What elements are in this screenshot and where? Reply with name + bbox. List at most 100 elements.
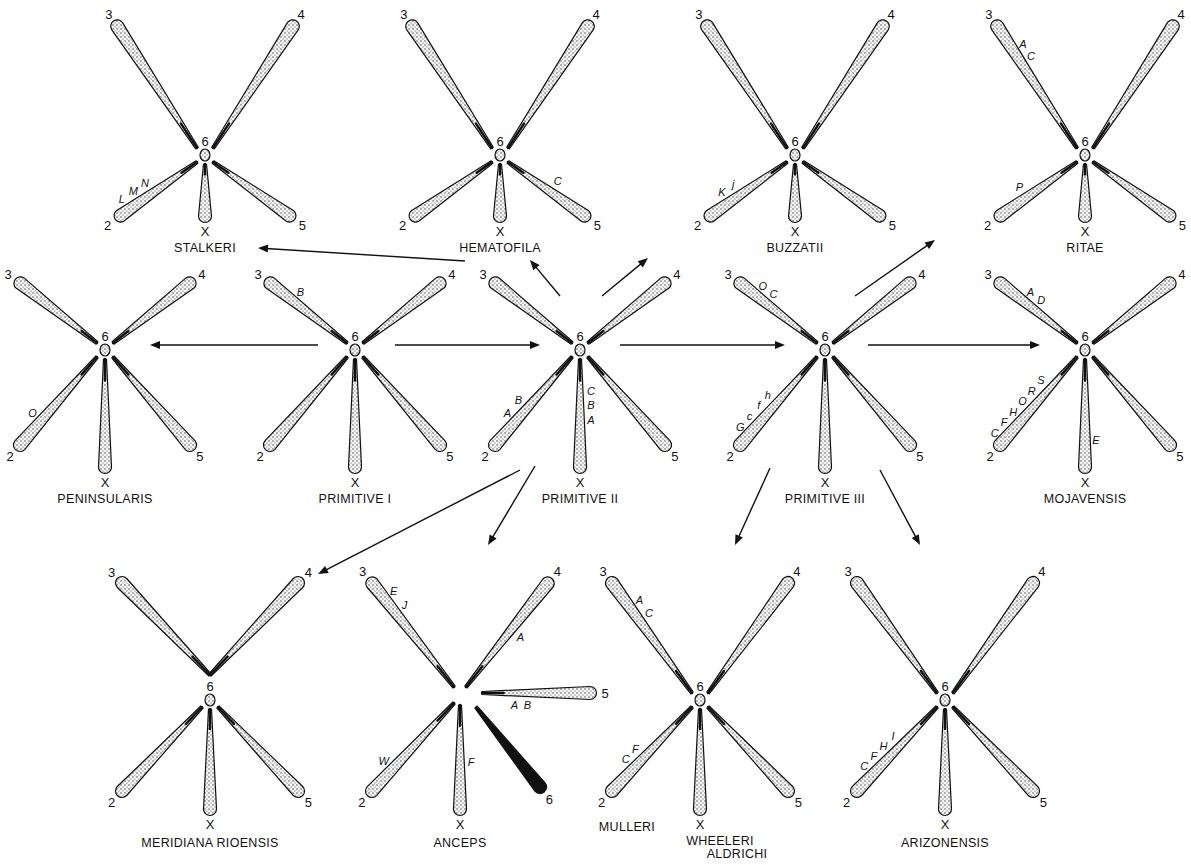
chromosome-arm xyxy=(802,161,886,222)
chromosome-number: 5 xyxy=(594,218,601,231)
chromosome-number: 5 xyxy=(671,450,678,463)
inversion-letter: F xyxy=(632,744,639,755)
chromosome-number: 2 xyxy=(694,218,701,231)
inversion-letter: H xyxy=(880,740,888,751)
chromosome-number: 6 xyxy=(546,792,553,805)
inversion-letter: N xyxy=(141,177,149,188)
arrow-line xyxy=(602,263,642,296)
centromere-region xyxy=(204,164,206,174)
dot-chromosome xyxy=(350,344,360,356)
arrow-connector xyxy=(868,341,1040,349)
arrow-line xyxy=(158,344,318,345)
centromere-region xyxy=(1093,162,1108,173)
centromere-region xyxy=(1062,162,1077,173)
chromosome-arm xyxy=(475,706,547,793)
inversion-letter: C xyxy=(622,754,630,765)
chromosome-arm xyxy=(366,577,455,688)
inversion-letter: B xyxy=(587,400,594,411)
chromosome-arm xyxy=(217,706,305,798)
chromosome-number: 4 xyxy=(1038,564,1045,577)
chromosome-number: 3 xyxy=(725,267,732,280)
centromere-region xyxy=(557,357,572,375)
chromosome-number: 2 xyxy=(986,450,993,463)
chromosome-number: X xyxy=(201,225,210,238)
chromosome-arm xyxy=(850,576,938,693)
chromosome-arm xyxy=(994,277,1078,344)
karyotype-figure: HEMATOFILA xyxy=(400,5,600,256)
chromosome-arm xyxy=(482,687,597,700)
centromere-region xyxy=(363,357,378,375)
arrow-line xyxy=(492,466,535,538)
centromere-region xyxy=(1093,331,1108,343)
dot-chromosome xyxy=(495,149,505,161)
inversion-letter: A xyxy=(511,700,518,711)
species-name: STALKERI xyxy=(174,242,236,255)
karyotype-drawing xyxy=(993,277,1176,474)
centromere-region xyxy=(499,164,501,174)
inversion-letter: I xyxy=(892,730,895,741)
inversion-letter: h xyxy=(765,389,771,400)
chromosome-arm xyxy=(587,277,671,344)
centromere-region xyxy=(1084,164,1086,174)
species-name: MULLERI xyxy=(599,821,655,834)
karyotype-drawing xyxy=(991,20,1180,223)
centromere-region xyxy=(459,705,461,726)
chromosome-arm xyxy=(1092,20,1180,149)
centromere-region xyxy=(476,124,492,148)
dot-chromosome xyxy=(1080,149,1090,161)
centromere-region xyxy=(182,162,197,173)
arrow-connector xyxy=(620,341,785,349)
inversion-letter: H xyxy=(1009,406,1017,417)
arrowhead xyxy=(530,260,540,270)
centromere-region xyxy=(921,707,937,724)
chromosome-arm xyxy=(789,164,802,223)
karyotype-figure: PRIMITIVE III xyxy=(725,258,925,508)
chromosome-number: 5 xyxy=(1040,795,1047,808)
inversion-letter: S xyxy=(1037,374,1044,385)
inversion-letter: F xyxy=(871,750,878,761)
centromere-region xyxy=(104,359,106,381)
chromosome-number: 5 xyxy=(889,218,896,231)
chromosome-number: 4 xyxy=(1178,267,1185,280)
inversion-letter: L xyxy=(119,193,125,204)
inversion-letter: M xyxy=(129,185,138,196)
chromosome-number: 6 xyxy=(576,330,583,343)
chromosome-arm xyxy=(13,356,98,452)
chromosome-arm xyxy=(112,277,196,344)
chromosome-arm xyxy=(114,161,198,222)
arrowhead xyxy=(488,534,497,545)
chromosome-number: 4 xyxy=(298,7,305,20)
chromosome-number: 4 xyxy=(673,267,680,280)
centromere-region xyxy=(588,331,603,343)
centromere-region xyxy=(699,709,701,729)
centromere-region xyxy=(802,331,817,343)
chromosome-arm xyxy=(1092,356,1177,452)
chromosome-number: X xyxy=(791,225,800,238)
centromere-region xyxy=(181,124,197,148)
chromosome-number: 6 xyxy=(1081,330,1088,343)
centromere-region xyxy=(508,162,523,173)
centromere-region xyxy=(1062,331,1077,343)
chromosome-arm xyxy=(574,359,587,474)
chromosome-arm xyxy=(264,277,348,344)
inversion-letter: C xyxy=(587,386,595,397)
arrowhead xyxy=(318,566,329,574)
centromere-region xyxy=(186,707,202,724)
chromosome-number: 4 xyxy=(1178,7,1185,20)
chromosome-number: 6 xyxy=(206,680,213,693)
centromere-region xyxy=(192,657,210,675)
inversion-letter: A xyxy=(636,595,643,606)
species-name: RITAE xyxy=(1066,242,1103,255)
centromere-region xyxy=(82,357,97,375)
chromosome-number: 4 xyxy=(593,7,600,20)
inversion-letter: D xyxy=(1037,294,1045,305)
chromosome-number: 3 xyxy=(359,565,366,578)
chromosome-arm xyxy=(939,709,952,816)
chromosome-number: X xyxy=(496,225,505,238)
centromere-region xyxy=(332,331,347,343)
inversion-letter: B xyxy=(297,286,304,297)
chromosome-number: 5 xyxy=(446,450,453,463)
centromere-region xyxy=(708,707,724,724)
